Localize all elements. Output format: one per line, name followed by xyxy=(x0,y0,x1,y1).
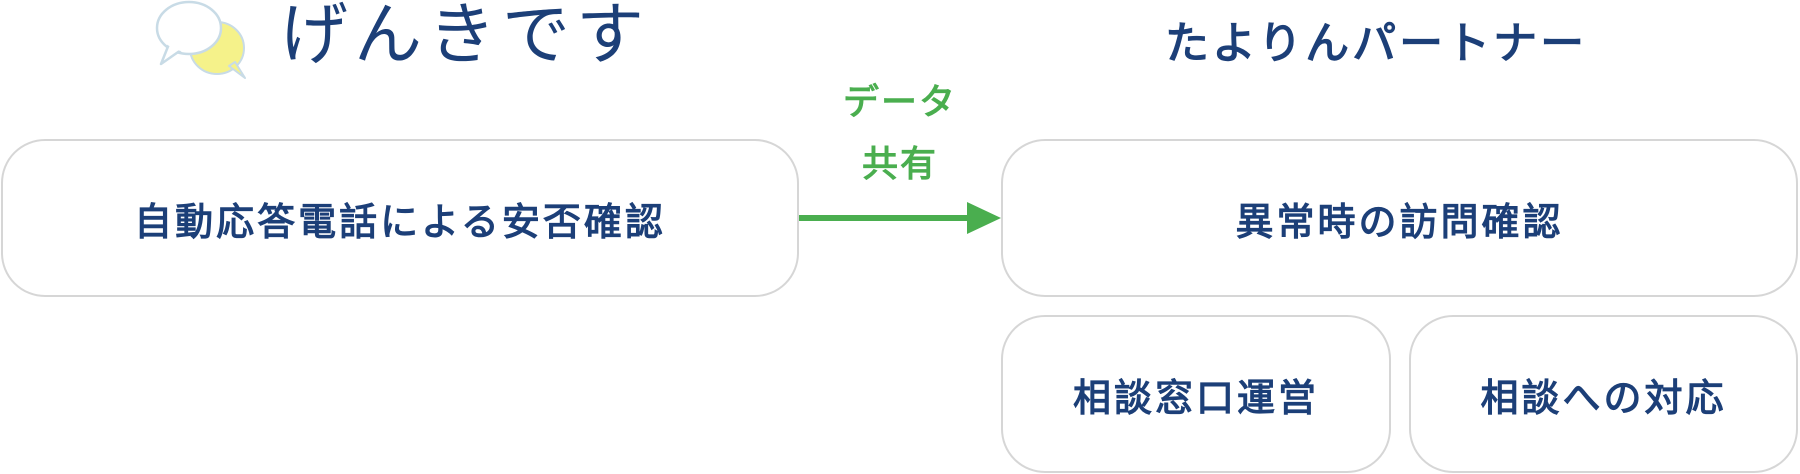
brand-title: げんきです xyxy=(280,0,651,75)
consultation-response-box: 相談への対応 xyxy=(1409,315,1798,473)
speech-bubbles-icon xyxy=(155,0,246,79)
arrow-right-icon xyxy=(799,202,1001,234)
data-share-line-2: 共有 xyxy=(861,144,938,185)
emergency-visit-box: 異常時の訪問確認 xyxy=(1001,139,1798,297)
partner-title: たよりんパートナー xyxy=(1165,18,1588,69)
data-share-label: データ 共有 xyxy=(820,72,980,196)
emergency-visit-label: 異常時の訪問確認 xyxy=(1235,199,1564,244)
consultation-response-label: 相談への対応 xyxy=(1480,375,1727,420)
consultation-desk-box: 相談窓口運営 xyxy=(1001,315,1391,473)
data-share-line-1: データ xyxy=(842,82,957,123)
safety-check-call-label: 自動応答電話による安否確認 xyxy=(134,199,666,244)
consultation-desk-label: 相談窓口運営 xyxy=(1072,375,1319,420)
safety-check-call-box: 自動応答電話による安否確認 xyxy=(1,139,799,297)
